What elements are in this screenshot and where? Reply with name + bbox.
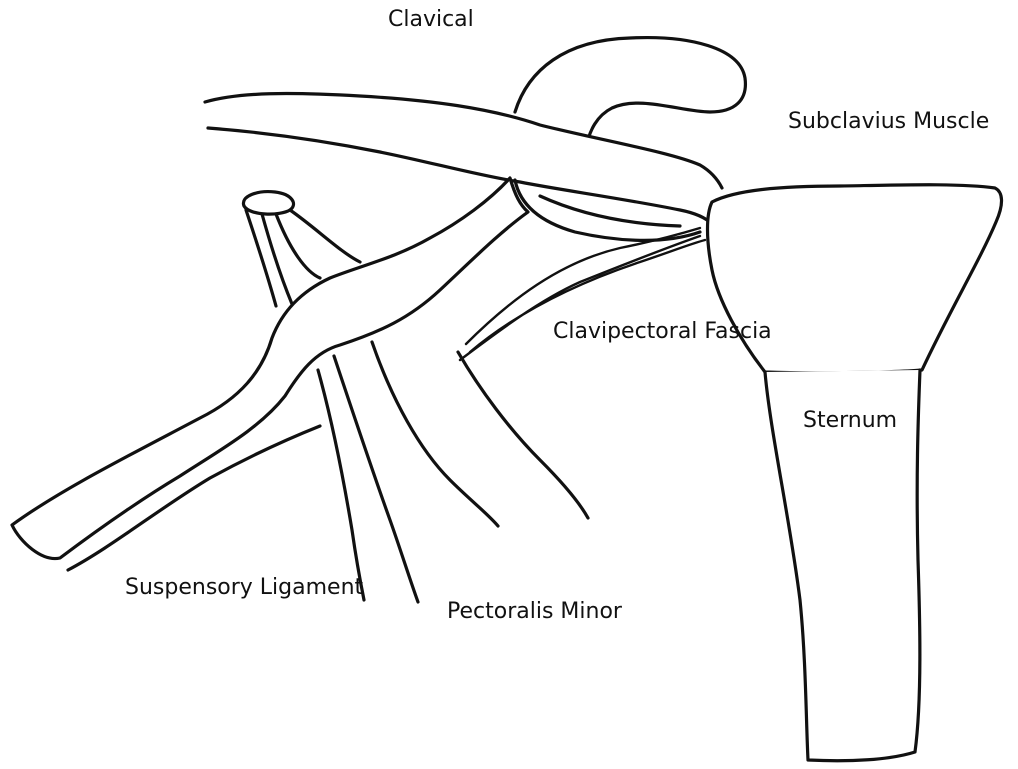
suspensory-ligament-label: Suspensory Ligament <box>125 577 363 599</box>
sternum-label: Sternum <box>803 410 897 432</box>
subclavius-muscle-shape <box>515 38 745 140</box>
sternum-manubrium-shape <box>708 185 1002 373</box>
clavical-label: Clavical <box>388 9 474 31</box>
suspensory-cylinder-top <box>243 192 293 214</box>
clavipectoral-fascia-label: Clavipectoral Fascia <box>553 321 772 343</box>
pectoralis-minor-shape <box>318 342 588 602</box>
subclavius-muscle-label: Subclavius Muscle <box>788 111 989 133</box>
pectoralis-minor-label: Pectoralis Minor <box>447 601 622 623</box>
axillary-band-shape <box>12 178 528 559</box>
